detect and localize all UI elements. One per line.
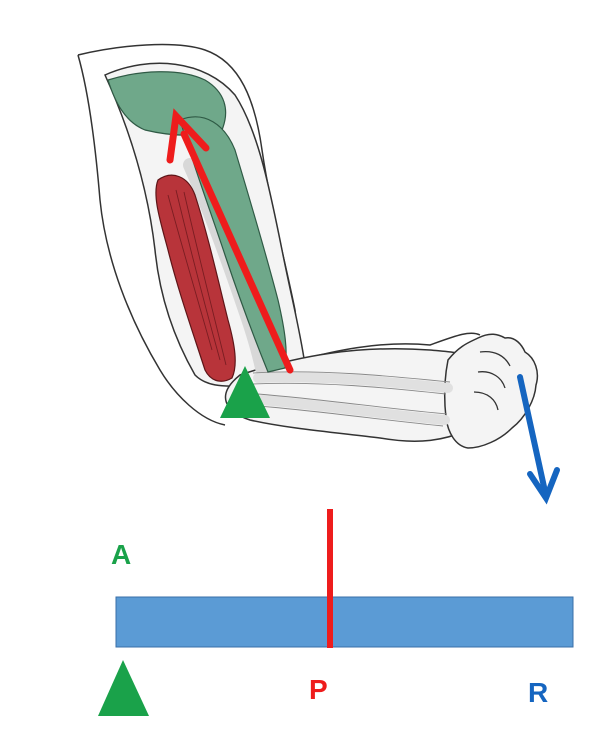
label-fulcrum-a: A xyxy=(111,539,132,570)
radius-bone xyxy=(253,372,453,393)
biceps-muscle xyxy=(155,174,236,382)
label-load-r: R xyxy=(528,677,549,708)
arm-illustration xyxy=(77,43,539,449)
ulna-bone xyxy=(257,395,450,425)
fulcrum-triangle xyxy=(98,660,149,716)
bone-outlines xyxy=(252,371,451,427)
fist xyxy=(443,333,539,449)
lever-beam xyxy=(115,596,574,648)
biceps-fibers xyxy=(167,189,227,366)
elbow-fulcrum-triangle xyxy=(220,366,270,418)
load-arrow xyxy=(517,374,560,505)
effort-arrow xyxy=(166,108,294,374)
finger-lines xyxy=(473,350,511,411)
label-effort-p: P xyxy=(309,674,328,705)
